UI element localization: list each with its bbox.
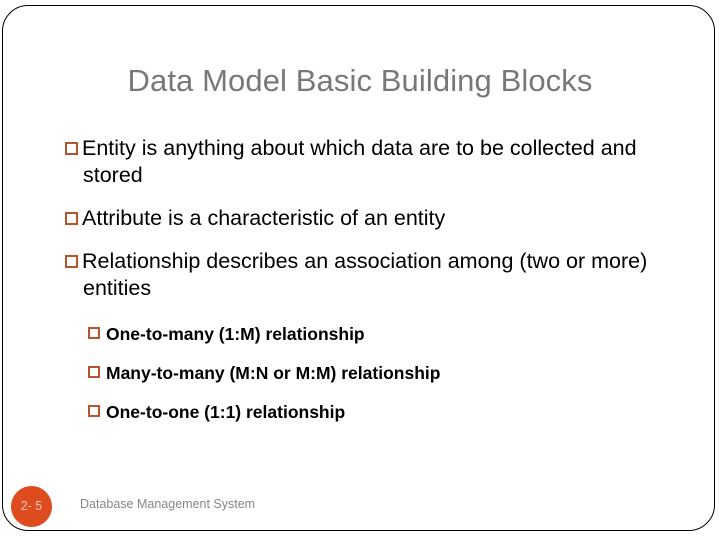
slide-number-badge: 2- 5 bbox=[11, 486, 52, 527]
slide-body: Entity is anything about which data are … bbox=[64, 135, 676, 439]
bullet-label: Relationship describes an association am… bbox=[82, 249, 648, 300]
sub-bullet-label: One-to-one (1:1) relationship bbox=[106, 402, 346, 422]
hollow-square-bullet-icon bbox=[88, 366, 100, 378]
hollow-square-bullet-icon bbox=[65, 142, 78, 155]
page-title: Data Model Basic Building Blocks bbox=[127, 63, 593, 98]
hollow-square-bullet-icon bbox=[88, 405, 100, 417]
bullet-label: Attribute is a characteristic of an enti… bbox=[82, 206, 446, 230]
bullet-item-relationship: Relationship describes an association am… bbox=[64, 248, 676, 302]
hollow-square-bullet-icon bbox=[65, 212, 78, 225]
hollow-square-bullet-icon bbox=[65, 255, 78, 268]
bullet-item-entity: Entity is anything about which data are … bbox=[64, 135, 676, 189]
footer-course-label: Database Management System bbox=[80, 497, 256, 511]
bullet-item-attribute: Attribute is a characteristic of an enti… bbox=[64, 205, 676, 232]
bullet-label: Entity is anything about which data are … bbox=[82, 136, 637, 187]
sub-bullet-label: Many-to-many (M:N or M:M) relationship bbox=[106, 363, 441, 383]
sub-bullet-label: One-to-many (1:M) relationship bbox=[106, 324, 365, 344]
sub-bullet-item-many-to-many: Many-to-many (M:N or M:M) relationship bbox=[88, 361, 676, 385]
sub-bullet-item-one-to-many: One-to-many (1:M) relationship bbox=[88, 322, 676, 346]
hollow-square-bullet-icon bbox=[88, 327, 100, 339]
sub-bullet-item-one-to-one: One-to-one (1:1) relationship bbox=[88, 400, 676, 424]
